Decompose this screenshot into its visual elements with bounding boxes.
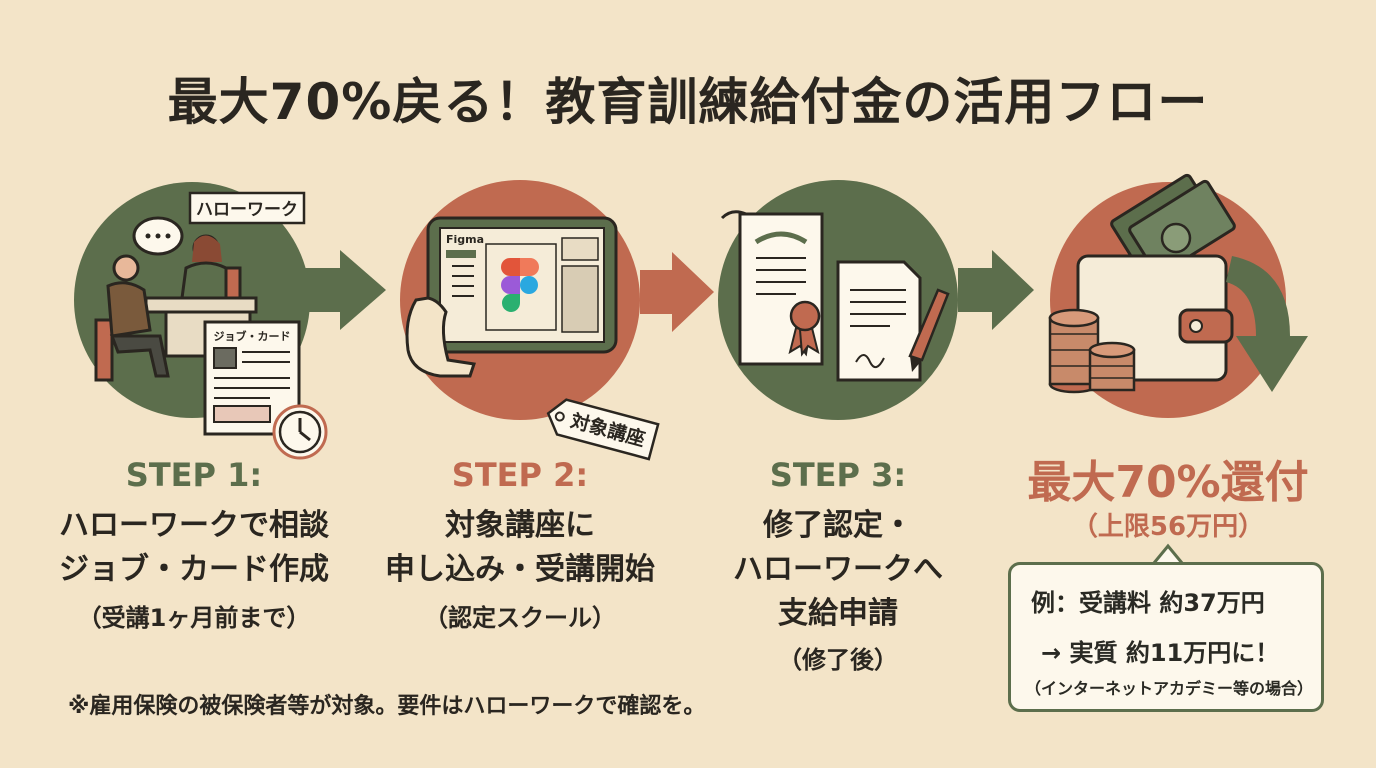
return-arrow-icon <box>1226 256 1308 392</box>
pen-icon <box>908 288 950 372</box>
step3-text: 修了認定・ ハローワークへ 支給申請 <box>668 504 1008 636</box>
step2-text: 対象講座に 申し込み・受講開始 <box>350 504 690 592</box>
reward-title: 最大70%還付 <box>1027 457 1309 508</box>
job-card-label: ジョブ・カード <box>214 329 291 343</box>
step3-line2: ハローワークへ <box>733 552 943 587</box>
application-document <box>836 260 922 382</box>
step3-sub: （修了後） <box>778 646 898 674</box>
step2-line2: 申し込み・受講開始 <box>385 552 655 587</box>
step3-line3: 支給申請 <box>778 596 898 631</box>
step2-line1: 対象講座に <box>445 508 595 543</box>
example-line1: 例：受講料 約37万円 <box>1031 589 1265 617</box>
money-icon <box>1110 173 1236 277</box>
step2-illustration: Figma 対象講座 <box>400 180 660 461</box>
step3-illustration <box>718 180 958 420</box>
hand-icon <box>405 296 476 378</box>
seal-icon <box>788 300 821 357</box>
hellowork-label: ハローワーク <box>196 200 298 220</box>
app-label: Figma <box>446 233 484 246</box>
step1-line2: ジョブ・カード作成 <box>59 552 329 587</box>
arrow-1-icon <box>300 250 386 330</box>
example-line2: → 実質 約11万円に！ <box>1041 639 1280 667</box>
arrow-2-icon <box>640 252 714 332</box>
step2-heading: STEP 2: <box>451 456 589 494</box>
coins-icon <box>1048 308 1136 394</box>
example-callout: 例：受講料 約37万円 → 実質 約11万円に！ （インターネットアカデミー等の… <box>1008 562 1324 712</box>
page-title: 最大70%戻る！教育訓練給付金の活用フロー <box>167 73 1209 131</box>
arrow-3-icon <box>958 250 1034 330</box>
step1-line1: ハローワークで相談 <box>59 508 329 543</box>
reward-illustration <box>1048 173 1308 418</box>
customer-icon <box>106 254 170 378</box>
step1-sub: （受講1ヶ月前まで） <box>77 604 311 632</box>
example-note: （インターネットアカデミー等の場合） <box>1025 679 1314 698</box>
step2-sub: （認定スクール） <box>424 604 616 632</box>
course-tag: 対象講座 <box>546 398 660 461</box>
staff-icon <box>180 234 242 300</box>
callout-pointer <box>1152 543 1184 564</box>
clock-icon <box>272 404 328 460</box>
step1-illustration: ハローワーク ジョブ・カード <box>74 182 328 460</box>
step1-heading: STEP 1: <box>125 456 263 494</box>
step1-text: ハローワークで相談 ジョブ・カード作成 <box>24 504 364 592</box>
reward-subtitle: （上限56万円） <box>1071 512 1265 542</box>
chat-bubble-icon <box>132 216 184 256</box>
design-logo-icon <box>501 258 539 312</box>
step3-line1: 修了認定・ <box>763 508 913 543</box>
footnote: ※雇用保険の被保険者等が対象。要件はハローワークで確認を。 <box>68 694 706 719</box>
step3-heading: STEP 3: <box>769 456 907 494</box>
